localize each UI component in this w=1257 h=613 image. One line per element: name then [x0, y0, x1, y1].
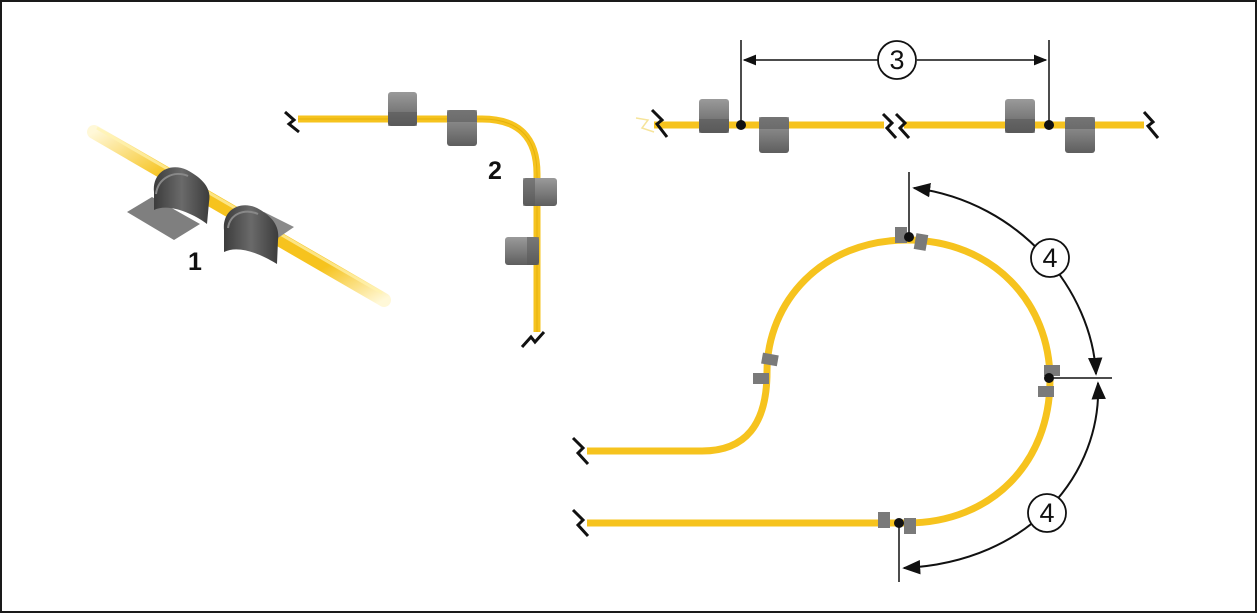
loop-cable [587, 236, 1054, 527]
break-mark-loop-lower [571, 508, 590, 538]
bend-illustration: 2 [284, 92, 557, 349]
callout-label-3: 3 [889, 45, 904, 75]
break-mark-straight-mid-b [894, 112, 911, 140]
break-mark-straight-left [650, 108, 669, 138]
loop-clip-1 [761, 352, 779, 367]
detail-clip-a [127, 167, 210, 240]
break-mark-straight-mid-a [881, 112, 898, 140]
callout-circle-4-lower [1027, 493, 1067, 533]
loop-ref-point-top [904, 232, 914, 242]
straight-ref-point-right [1044, 120, 1054, 130]
loop-ref-point-bottom [894, 518, 904, 528]
callout-label-1: 1 [188, 248, 202, 276]
callout-label-4-lower: 4 [1039, 498, 1054, 528]
break-mark-loop-upper [571, 436, 590, 466]
straight-run-illustration: 3 [635, 40, 1160, 153]
loop-clip-8 [904, 518, 916, 534]
break-mark-left [284, 110, 300, 134]
break-mark-straight-right [1142, 110, 1160, 139]
loop-clip-2 [753, 373, 769, 384]
loop-clip-4 [913, 233, 929, 251]
callout-label-4-upper: 4 [1042, 243, 1057, 273]
loop-clip-3 [895, 227, 907, 243]
loop-clip-7 [878, 512, 890, 528]
detail-clip-b [223, 205, 294, 264]
loop-clip-6 [1038, 386, 1054, 397]
callout-label-2: 2 [488, 157, 502, 185]
loop-arc-arrow-lower [902, 381, 1106, 575]
bend-cable [298, 115, 541, 332]
callout-circle-4-upper [1030, 238, 1070, 278]
straight-ref-point-left [736, 120, 746, 130]
loop-illustration: 4 4 [571, 172, 1112, 582]
callout-circle-3 [877, 40, 917, 80]
break-mark-bottom [520, 330, 546, 349]
clip-detail-illustration: 1 [87, 125, 391, 307]
loop-arc-arrow-upper [912, 182, 1103, 376]
